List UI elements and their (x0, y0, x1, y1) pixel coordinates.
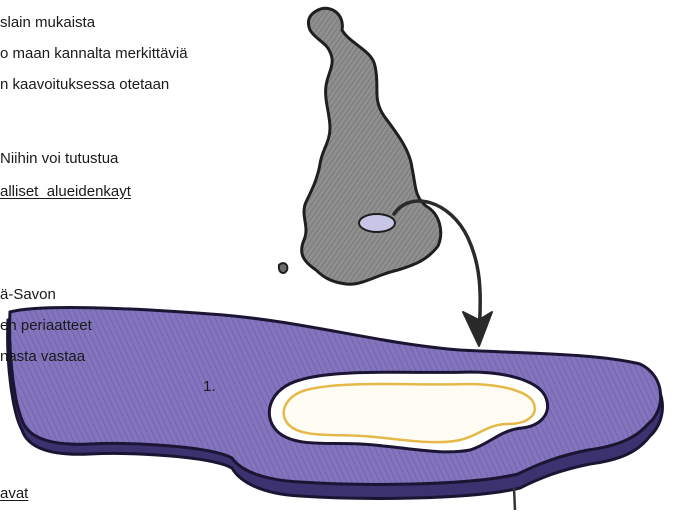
text-line-10-link[interactable]: avat (0, 485, 28, 503)
text-line-4: Niihin voi tutustua (0, 150, 118, 168)
text-line-8: nasta vastaa (0, 348, 85, 366)
stroke-mark (514, 488, 515, 510)
text-line-3: n kaavoituksessa otetaan (0, 76, 169, 94)
text-line-2: o maan kannalta merkittäviä (0, 45, 188, 63)
text-line-5-link[interactable]: alliset_alueidenkayt (0, 183, 131, 201)
finland-map (279, 8, 441, 284)
region-highlight (359, 214, 395, 232)
text-line-6: ä-Savon (0, 286, 56, 304)
list-number: 1. (203, 378, 216, 396)
text-line-7: en periaatteet (0, 317, 92, 335)
text-line-1: slain mukaista (0, 14, 95, 32)
